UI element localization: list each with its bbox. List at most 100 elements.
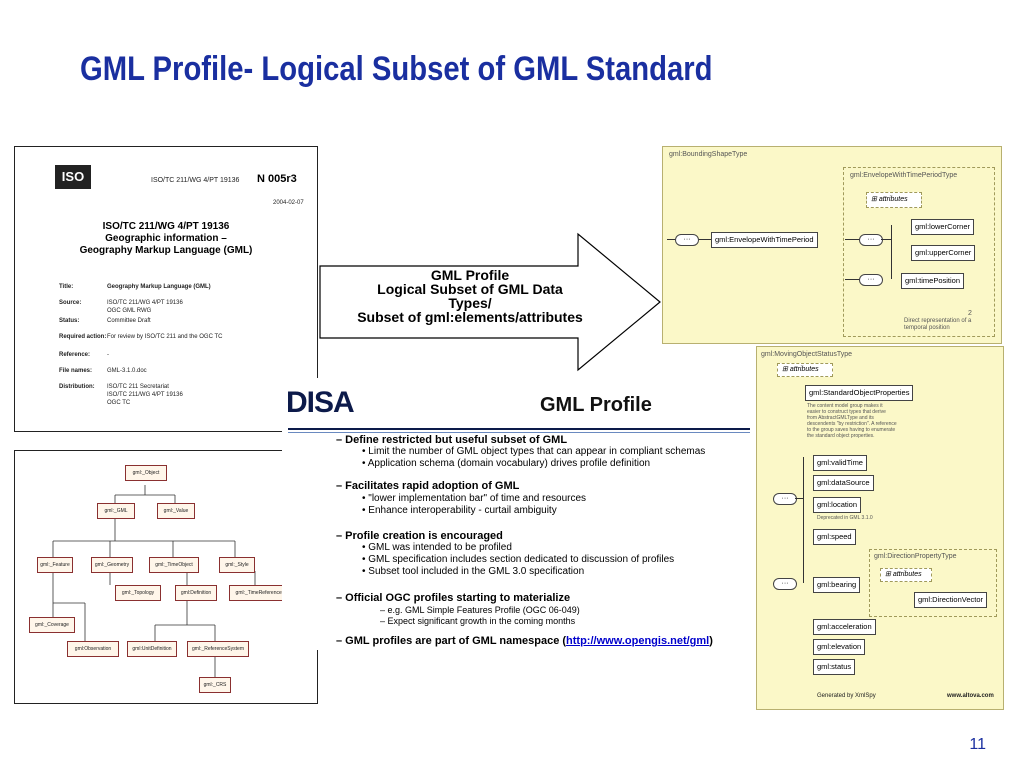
profile-bullet: – Official OGC profiles starting to mate… xyxy=(336,592,571,604)
sequence-icon: ··· xyxy=(773,493,797,505)
deprecated-note: Deprecated in GML 3.1.0 xyxy=(817,515,873,521)
connector xyxy=(803,457,804,583)
iso-header-ref: ISO/TC 211/WG 4/PT 19136 xyxy=(151,177,240,184)
sequence-icon: ··· xyxy=(773,578,797,590)
profile-sub-bullet: – e.g. GML Simple Features Profile (OGC … xyxy=(380,605,580,615)
page-title: GML Profile- Logical Subset of GML Stand… xyxy=(80,50,713,88)
attributes-label: attributes xyxy=(892,571,922,578)
connector xyxy=(845,279,859,280)
schema-type-label: gml:MovingObjectStatusType xyxy=(761,351,853,358)
iso-field-label: Required action: xyxy=(59,334,107,340)
iso-field-value: Geography Markup Language (GML) xyxy=(107,284,211,290)
iso-logo: ISO xyxy=(55,165,91,189)
profile-sub-bullet: • "lower implementation bar" of time and… xyxy=(362,493,587,504)
uml-box: gml:_Topology xyxy=(115,585,161,601)
profile-sub-bullet: • Limit the number of GML object types t… xyxy=(362,446,706,457)
namespace-bullet: – GML profiles are part of GML namespace… xyxy=(336,635,567,647)
schema-node-bearing: gml:bearing xyxy=(813,577,861,593)
envelope-type-box: gml:EnvelopeWithTimePeriodType ⊞ attribu… xyxy=(843,167,995,337)
uml-box: gml:_Value xyxy=(157,503,195,519)
uml-box: gml:_Style xyxy=(219,557,255,573)
attributes-box: ⊞ attributes xyxy=(866,192,922,208)
schema-node-location: gml:location xyxy=(813,497,862,513)
uml-box: gml:_CRS xyxy=(199,677,231,693)
iso-field-value: Committee Draft xyxy=(107,318,151,324)
bounding-shape-schema: gml:BoundingShapeType gml:EnvelopeWithTi… xyxy=(662,146,1002,344)
iso-heading-1: ISO/TC 211/WG 4/PT 19136 xyxy=(102,221,230,232)
iso-field-value: For review by ISO/TC 211 and the OGC TC xyxy=(107,334,223,340)
timeposition-note: Direct representation of a temporal posi… xyxy=(904,318,972,331)
connector xyxy=(667,239,677,240)
iso-field-label: Distribution: xyxy=(59,384,95,390)
schema-node-lower-corner: gml:lowerCorner xyxy=(911,219,975,235)
uml-connectors xyxy=(52,485,256,677)
iso-field-label: Reference: xyxy=(59,352,91,358)
connector xyxy=(699,239,711,240)
connector xyxy=(881,239,891,240)
standard-props-note: The content model group makes it easier … xyxy=(807,403,897,439)
sequence-icon: ··· xyxy=(859,234,883,246)
schema-node-direction-vector: gml:DirectionVector xyxy=(914,592,988,608)
moving-object-schema: gml:MovingObjectStatusType ⊞ attributes … xyxy=(756,346,1004,710)
arrow-line-1: GML Profile xyxy=(430,267,510,283)
multiplicity-label: 2 xyxy=(968,310,972,317)
profile-sub-bullet: • GML was intended to be profiled xyxy=(362,542,512,553)
uml-box: gml:_Feature xyxy=(37,557,73,573)
uml-box: gml:Observation xyxy=(67,641,119,657)
profile-sub-bullet: • Enhance interoperability - curtail amb… xyxy=(362,505,557,516)
schema-node-time-position: gml:timePosition xyxy=(901,273,965,289)
title-rule-secondary xyxy=(288,432,750,433)
schema-node-standard-props: gml:StandardObjectProperties xyxy=(805,385,914,401)
uml-box: gml:Definition xyxy=(175,585,217,601)
profile-sub-bullet: – Expect significant growth in the comin… xyxy=(380,616,576,626)
schema-type-label: gml:DirectionPropertyType xyxy=(874,553,957,560)
schema-node-speed: gml:speed xyxy=(813,529,856,545)
schema-node-status: gml:status xyxy=(813,659,856,675)
profile-bullet: – Profile creation is encouraged xyxy=(336,530,503,542)
schema-node-envelope: gml:EnvelopeWithTimePeriod xyxy=(711,232,818,248)
schema-type-label: gml:EnvelopeWithTimePeriodType xyxy=(850,172,958,179)
attributes-label: attributes xyxy=(789,366,819,373)
arrow-text: GML Profile Logical Subset of GML Data T… xyxy=(322,268,618,324)
generator-label: Generated by XmlSpy xyxy=(817,693,876,699)
profile-arrow xyxy=(319,232,661,372)
disa-logo: DISA xyxy=(286,386,355,419)
iso-heading-3: Geography Markup Language (GML) xyxy=(79,245,253,256)
schema-type-label: gml:BoundingShapeType xyxy=(669,151,748,158)
uml-box: gml:_Coverage xyxy=(29,617,75,633)
profile-sub-bullet: • GML specification includes section ded… xyxy=(362,554,675,565)
namespace-suffix: ) xyxy=(709,635,713,647)
iso-field-value: - xyxy=(107,352,109,358)
iso-heading-2: Geographic information – xyxy=(105,233,227,244)
iso-date: 2004-02-07 xyxy=(273,200,304,206)
iso-field-value: ISO/TC 211/WG 4/PT 19136 OGC GML RWG xyxy=(107,300,183,314)
iso-field-label: Source: xyxy=(59,300,82,306)
profile-sub-bullet: • Application schema (domain vocabulary)… xyxy=(362,458,651,469)
attributes-label: attributes xyxy=(878,196,908,203)
iso-field-label: Status: xyxy=(59,318,80,324)
uml-box: gml:_GML xyxy=(97,503,135,519)
title-rule xyxy=(288,428,750,430)
profile-bullet: – Define restricted but useful subset of… xyxy=(336,434,568,446)
uml-box: gml:_ReferenceSystem xyxy=(187,641,249,657)
uml-class-diagram: gml:_Object gml:_GML gml:_Value gml:_Fea… xyxy=(14,450,318,704)
iso-document-thumbnail: ISO ISO/TC 211/WG 4/PT 19136 N 005r3 200… xyxy=(14,146,318,432)
uml-box: gml:_Geometry xyxy=(91,557,133,573)
iso-field-label: Title: xyxy=(59,284,74,290)
arrow-line-3: Types/ xyxy=(448,295,492,311)
iso-field-value: ISO/TC 211 Secretariat ISO/TC 211/WG 4/P… xyxy=(107,384,183,406)
profile-sub-bullet: • Subset tool included in the GML 3.0 sp… xyxy=(362,566,585,577)
profile-bullet: – Facilitates rapid adoption of GML xyxy=(336,480,520,492)
arrow-line-4: Subset of gml:elements/attributes xyxy=(357,309,583,325)
schema-node-acceleration: gml:acceleration xyxy=(813,619,876,635)
altova-link: www.altova.com xyxy=(947,693,994,699)
connector xyxy=(845,239,859,240)
arrow-line-2: Logical Subset of GML Data xyxy=(377,281,563,297)
gml-profile-panel: DISA GML Profile – Define restricted but… xyxy=(282,378,750,650)
schema-node-data-source: gml:dataSource xyxy=(813,475,874,491)
direction-type-box: gml:DirectionPropertyType ⊞ attributes g… xyxy=(869,549,997,617)
schema-node-upper-corner: gml:upperCorner xyxy=(911,245,976,261)
gml-namespace-link[interactable]: http://www.opengis.net/gml xyxy=(566,635,710,647)
attributes-box: ⊞ attributes xyxy=(880,568,932,582)
iso-field-label: File names: xyxy=(59,368,93,374)
